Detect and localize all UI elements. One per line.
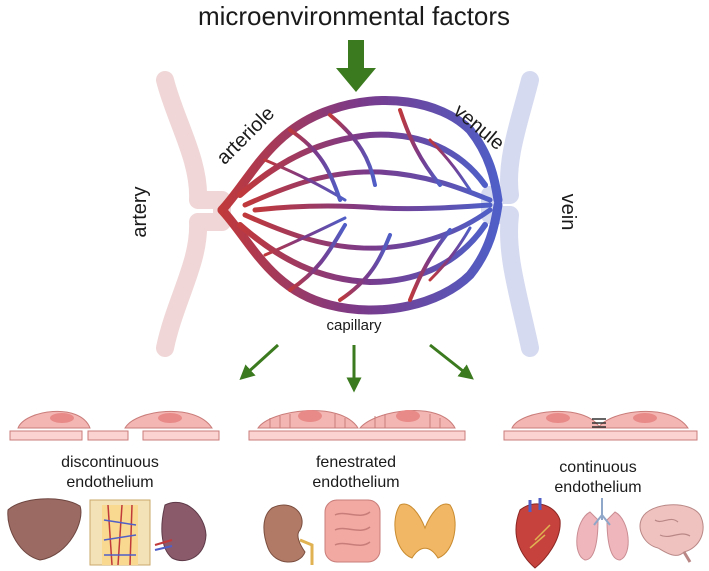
nucleus [158,413,182,423]
arrow-right [429,343,474,380]
continuous-label-line1: continuous [559,459,636,476]
intestine-icon [324,499,381,563]
fenestrated-endothelium-diagram [248,410,466,441]
lungs-icon [576,498,629,561]
brain-icon [639,504,704,563]
branch-arrows [239,343,474,393]
discontinuous-label-line1: discontinuous [61,454,159,471]
nucleus [298,410,322,422]
capillary-label: capillary [326,317,382,334]
liver-icon [7,498,82,561]
discontinuous-endothelium-diagram [9,410,220,441]
vein-vessel [481,71,539,357]
arteriole-label: arteriole [212,102,279,169]
heart-icon [515,498,561,569]
nucleus [546,413,570,423]
bone-marrow-icon [89,499,151,566]
fenestrated-label-line2: endothelium [312,474,399,491]
nucleus [396,410,420,422]
nucleus [50,413,74,423]
spleen-icon [154,501,207,562]
artery-label: artery [129,186,151,237]
artery-vessel [156,71,231,357]
fenestrated-label-line1: fenestrated [316,454,396,471]
nucleus [633,413,657,423]
kidney-icon [263,504,314,565]
tight-junction [592,418,606,428]
arrow-left [239,343,280,381]
continuous-endothelium-diagram [503,410,698,441]
discontinuous-label-line2: endothelium [66,474,153,491]
thyroid-icon [394,503,456,559]
vein-label: vein [557,194,579,231]
capillary-bed [217,96,503,315]
title: microenvironmental factors [198,1,510,31]
microenvironment-arrow [336,40,376,92]
continuous-label-line2: endothelium [554,479,641,496]
